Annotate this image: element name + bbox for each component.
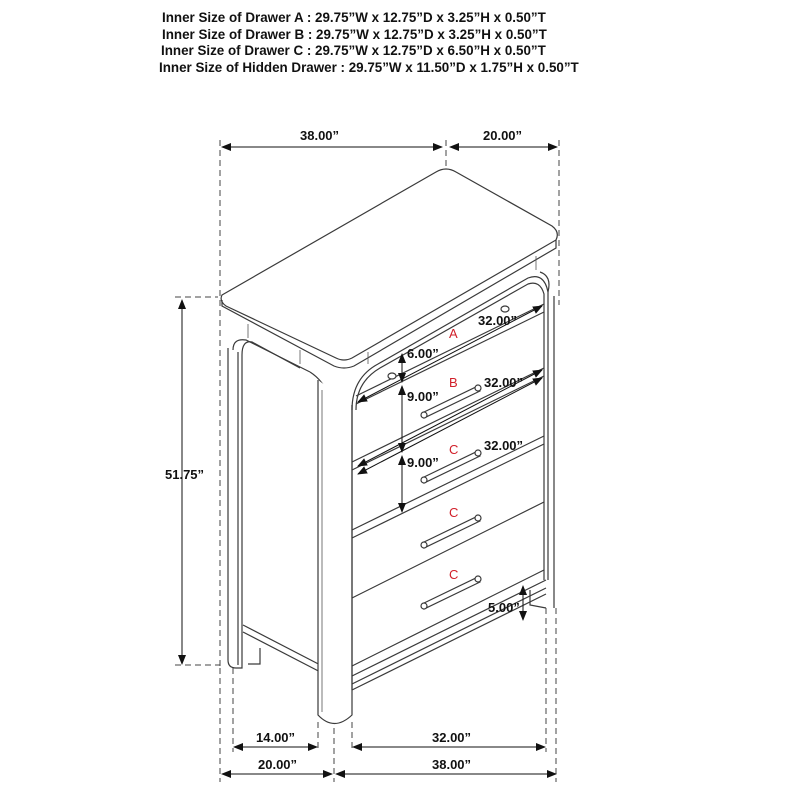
drawer-inner-size-specs: Inner Size of Drawer A : 29.75”W x 12.75… xyxy=(159,10,579,76)
dim-drawer-c-width: 32.00” xyxy=(484,438,523,453)
drawer-label-b: B xyxy=(449,375,458,390)
spec-hidden-drawer: Inner Size of Hidden Drawer : 29.75”W x … xyxy=(159,59,579,75)
spec-drawer-a: Inner Size of Drawer A : 29.75”W x 12.75… xyxy=(162,10,546,25)
dim-drawer-a-width: 32.00” xyxy=(478,313,517,328)
dim-bottom-width: 38.00” xyxy=(432,757,471,772)
drawer-label-a: A xyxy=(449,326,458,341)
dimension-lines xyxy=(178,143,558,778)
dim-bottom-depth: 20.00” xyxy=(258,757,297,772)
dimension-texts: 38.00” 20.00” 51.75” 32.00” 32.00” 32.00… xyxy=(165,128,523,772)
drawer-label-c2: C xyxy=(449,505,458,520)
dim-bottom-side-inner: 14.00” xyxy=(256,730,295,745)
drawer-label-c3: C xyxy=(449,567,458,582)
left-side-panel xyxy=(227,324,331,680)
dim-drawer-c-height: 9.00” xyxy=(407,455,439,470)
dim-drawer-a-height: 6.00” xyxy=(407,346,439,361)
drawer-label-c1: C xyxy=(449,442,458,457)
front-leg xyxy=(317,380,353,725)
dim-height: 51.75” xyxy=(165,467,204,482)
dim-drawer-b-height: 9.00” xyxy=(407,389,439,404)
spec-drawer-c: Inner Size of Drawer C : 29.75”W x 12.75… xyxy=(161,43,546,58)
drawer-c2-handle-icon xyxy=(420,514,482,549)
extension-lines xyxy=(175,140,560,782)
drawer-c3-handle-icon xyxy=(420,575,482,610)
top-surface xyxy=(220,168,558,369)
dim-bottom-front-inner: 32.00” xyxy=(432,730,471,745)
dim-top-width: 38.00” xyxy=(300,128,339,143)
dim-leg-clearance: 5.00” xyxy=(488,600,520,615)
dim-drawer-b-width: 32.00” xyxy=(484,375,523,390)
spec-drawer-b: Inner Size of Drawer B : 29.75”W x 12.75… xyxy=(162,26,547,42)
dim-top-depth: 20.00” xyxy=(483,128,522,143)
drawer-labels: A B C C C xyxy=(449,326,458,582)
